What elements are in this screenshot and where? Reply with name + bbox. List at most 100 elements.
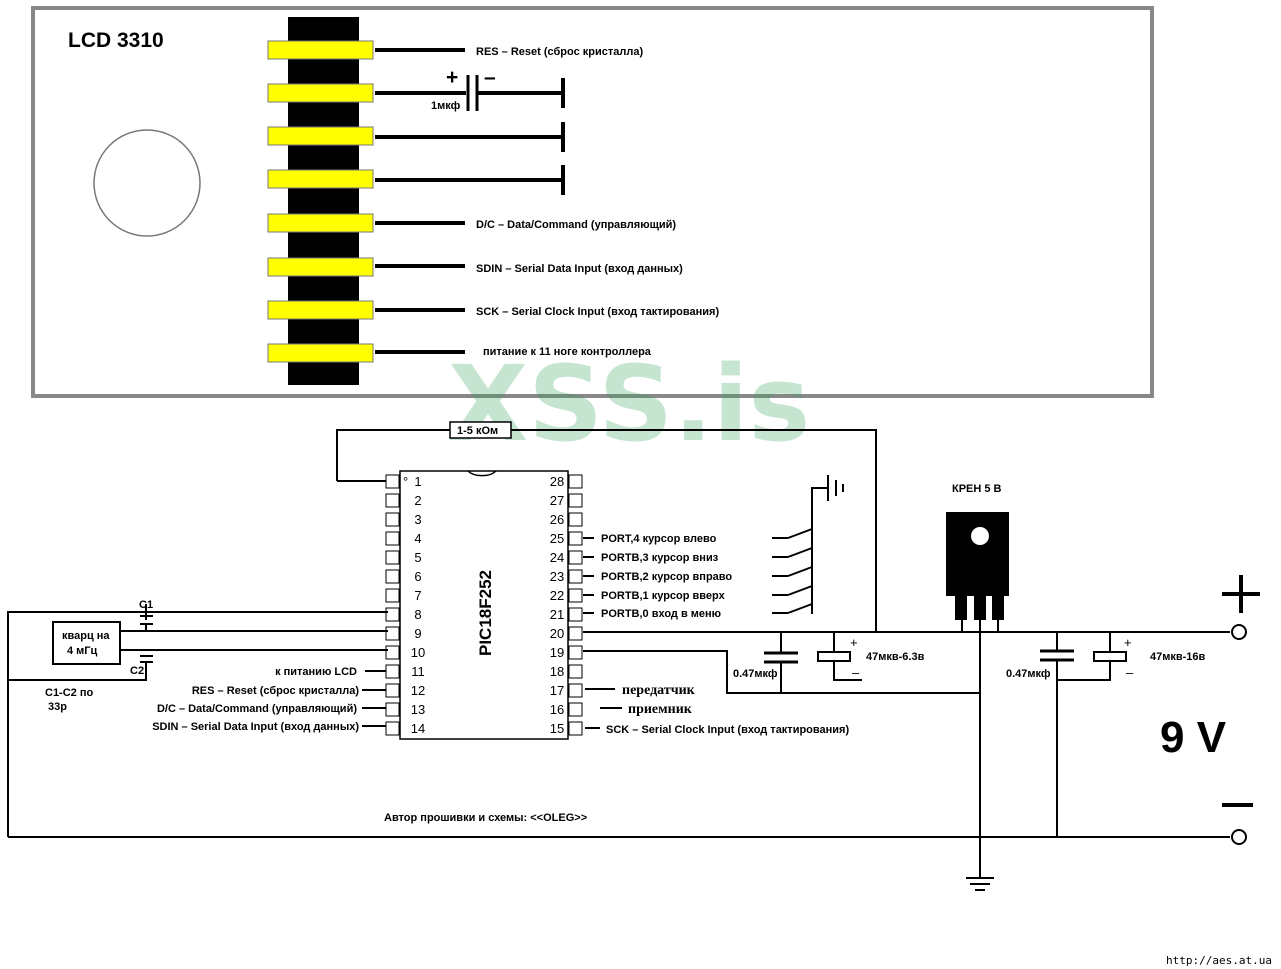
button-label: PORT,4 курсор влево xyxy=(601,533,717,545)
cap-47b-lead xyxy=(1057,661,1111,681)
mcu-pin-number: 19 xyxy=(550,645,564,660)
mcu-pin-box xyxy=(568,626,583,641)
mcu-pin-number: 15 xyxy=(550,721,564,736)
button-label: PORTB,1 курсор вверх xyxy=(601,590,726,602)
mcu-pin-box xyxy=(385,607,400,622)
switch-lever xyxy=(787,585,813,596)
lcd-pin-pad xyxy=(267,169,374,189)
mcu-pin-number: 13 xyxy=(411,702,425,717)
mcu-pin-box xyxy=(568,474,583,489)
sck-label: SCK – Serial Clock Input (вход тактирова… xyxy=(606,724,849,736)
mcu-pin-number: 17 xyxy=(550,683,564,698)
gnd-rail-mcu xyxy=(583,650,980,694)
tx-label: передатчик xyxy=(622,683,696,698)
regulator-label: КРЕН 5 В xyxy=(952,483,1002,495)
button-switches xyxy=(772,475,844,614)
lcd-pin-pad xyxy=(267,213,374,233)
lcd-cap-plus: + xyxy=(446,66,458,89)
mcu-pin-number: 21 xyxy=(550,607,564,622)
mcu-pin-number: 7 xyxy=(414,588,421,603)
cap-47a-body xyxy=(817,651,851,662)
mcu-pin-box xyxy=(568,531,583,546)
mcu-pin-number: 9 xyxy=(414,626,421,641)
c1-label: C1 xyxy=(139,599,153,611)
c-note-1: C1-C2 по xyxy=(45,687,93,699)
lcd-pin-pad xyxy=(267,257,374,277)
crystal-label-2: 4 мГц xyxy=(67,645,98,657)
lcd-pins xyxy=(267,40,374,363)
cap-47a-minus: – xyxy=(852,665,860,680)
left-label: D/C – Data/Command (управляющий) xyxy=(157,703,357,715)
cap-47a-label: 47мкв-6.3в xyxy=(866,651,925,663)
cap-47b-minus: – xyxy=(1126,665,1134,680)
crystal xyxy=(52,621,121,665)
mcu-pin-box xyxy=(568,493,583,508)
button-label: PORTB,3 курсор вниз xyxy=(601,552,719,564)
lcd-cap-minus: – xyxy=(484,66,496,89)
cap-047a-label: 0.47мкф xyxy=(733,668,778,680)
left-label: SDIN – Serial Data Input (вход данных) xyxy=(152,721,359,733)
url-label: http://aes.at.ua xyxy=(1166,954,1272,967)
resistor-label: 1-5 кОм xyxy=(457,425,498,437)
mcu-pin-number: 16 xyxy=(550,702,564,717)
mcu-pin-number: 8 xyxy=(414,607,421,622)
mcu-pin-number: 18 xyxy=(550,664,564,679)
cap-047b-label: 0.47мкф xyxy=(1006,668,1051,680)
mcu-pin1-dot: ° xyxy=(403,474,408,489)
cap-47b-plus: + xyxy=(1124,635,1132,650)
mcu-pin-box xyxy=(568,721,583,736)
mcu-pin-number: 28 xyxy=(550,474,564,489)
mcu-pin-number: 2 xyxy=(414,493,421,508)
lcd-panel xyxy=(31,6,1154,398)
watermark: XSS.is xyxy=(448,343,810,465)
cap-47a-plus: + xyxy=(850,635,858,650)
mcu-name: PIC18F252 xyxy=(476,570,495,656)
c2-ground xyxy=(8,662,147,681)
mcu-pin-box xyxy=(568,607,583,622)
lcd-pin-pad xyxy=(267,300,374,320)
mcu-pin-number: 4 xyxy=(414,531,421,546)
mcu-pin-number: 25 xyxy=(550,531,564,546)
mcu-pin-box xyxy=(385,493,400,508)
mcu-pin-number: 26 xyxy=(550,512,564,527)
mcu-pin-box xyxy=(568,683,583,698)
button-label: PORTB,0 вход в меню xyxy=(601,608,721,620)
mcu-pin-number: 23 xyxy=(550,569,564,584)
mcu-pin-number: 11 xyxy=(411,664,425,679)
regulator-body xyxy=(946,512,1009,596)
regulator-hole xyxy=(971,527,989,545)
mcu-pin-box xyxy=(568,588,583,603)
mcu-pin-box xyxy=(568,550,583,565)
switch-lever xyxy=(787,603,813,614)
mcu-pin-number: 12 xyxy=(411,683,425,698)
regulator-leg xyxy=(955,596,967,620)
mcu-pin-number: 27 xyxy=(550,493,564,508)
lcd-pin-label: D/C – Data/Command (управляющий) xyxy=(476,219,676,231)
rx-label: приемник xyxy=(628,702,693,717)
switch-lever xyxy=(787,528,813,539)
voltage-label: 9 V xyxy=(1160,713,1227,762)
c2-label: C2 xyxy=(130,665,144,677)
lcd-pin-pad xyxy=(267,343,374,363)
lcd-cap-label: 1мкф xyxy=(431,100,461,112)
mcu-pin-box xyxy=(568,569,583,584)
mcu-pin-number: 14 xyxy=(411,721,425,736)
mcu-pin-box xyxy=(568,664,583,679)
mcu-pin-box xyxy=(385,626,400,641)
mcu-body xyxy=(399,470,569,740)
lcd-pin-pad xyxy=(267,126,374,146)
mcu-pin-box xyxy=(385,531,400,546)
mcu-pin-box xyxy=(568,645,583,660)
c-note-2: 33р xyxy=(48,701,67,713)
switch-common xyxy=(811,487,828,614)
lcd-pin-label: SDIN – Serial Data Input (вход данных) xyxy=(476,263,683,275)
mcu-pin-box xyxy=(385,588,400,603)
terminal-minus xyxy=(1231,829,1247,845)
mcu-pin-number: 1 xyxy=(414,474,421,489)
regulator-leg xyxy=(974,596,986,620)
mcu-pin-number: 24 xyxy=(550,550,564,565)
mcu-pin-number: 6 xyxy=(414,569,421,584)
switch-lever xyxy=(787,566,813,577)
